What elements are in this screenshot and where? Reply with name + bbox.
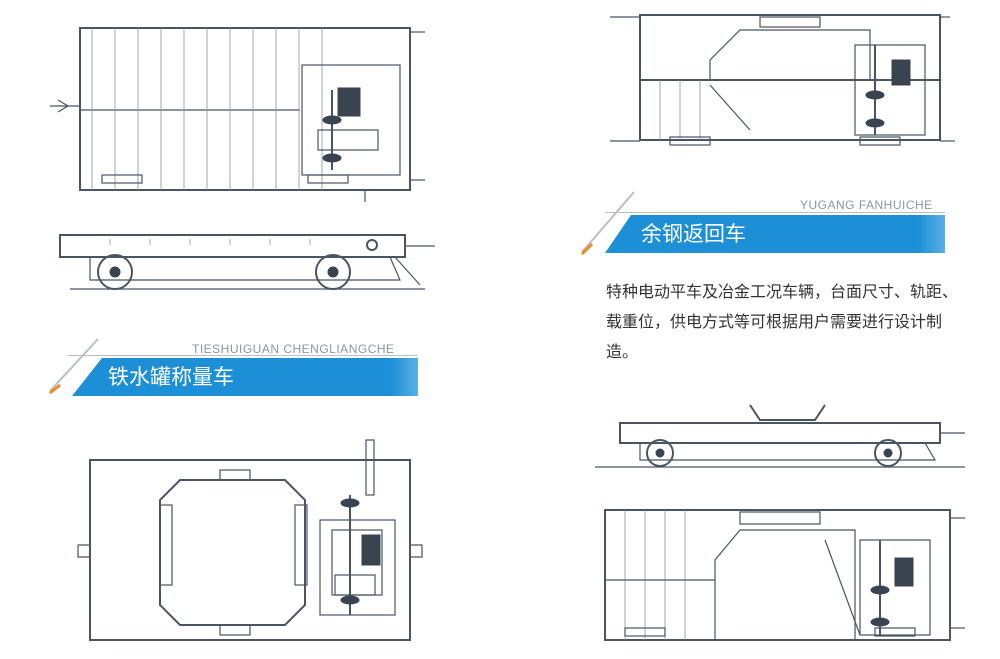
banner-title-cn: 余钢返回车 <box>605 215 945 253</box>
banner-title-cn-text: 余钢返回车 <box>641 222 746 246</box>
drawing-side-right <box>585 395 975 480</box>
drawing-top-right-elevation <box>600 5 960 160</box>
product-description: 特种电动平车及冶金工况车辆，台面尺寸、轨距、载重位，供电方式等可根据用户需要进行… <box>606 282 959 361</box>
wheel-icon <box>646 439 902 467</box>
drawing-side-left <box>50 225 440 305</box>
banner-slash-decoration <box>49 338 99 395</box>
drawing-bottom-right-elevation <box>595 500 975 650</box>
motor-icon <box>894 557 914 587</box>
banner-title-cn: 铁水罐称量车 <box>72 358 418 396</box>
banner-title-en: TIESHUIGUAN CHENGLIANGCHE <box>192 342 395 356</box>
motor-icon <box>337 87 361 117</box>
banner-divider <box>68 355 418 356</box>
coupler-icon <box>77 544 423 558</box>
wheel-icon <box>97 254 351 290</box>
banner-title-cn-text: 铁水罐称量车 <box>108 365 234 389</box>
motor-icon <box>361 534 381 566</box>
motor-icon <box>891 59 911 86</box>
banner-slash-decoration <box>580 191 635 256</box>
drawing-bottom-left-plan <box>70 435 430 650</box>
drawing-top-left-plan <box>40 20 430 205</box>
banner-divider <box>605 212 945 213</box>
banner-title-en: YUGANG FANHUICHE <box>800 198 933 212</box>
